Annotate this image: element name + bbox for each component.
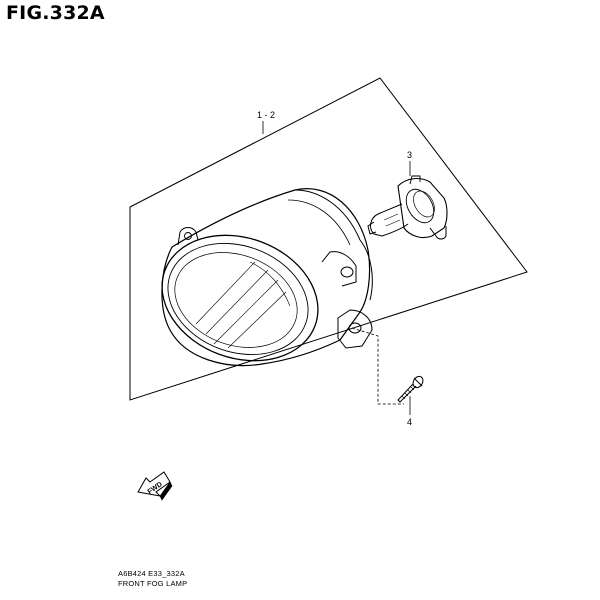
footer-code: A6B424 E33_332A xyxy=(118,569,185,578)
callout-screw: 4 xyxy=(407,417,412,427)
callout-bulb: 3 xyxy=(407,150,412,160)
callout-assembly: 1 - 2 xyxy=(257,110,275,120)
assembly-boundary xyxy=(129,77,528,401)
bulb-icon xyxy=(367,175,448,240)
footer-name: FRONT FOG LAMP xyxy=(118,579,188,588)
lower-mounting-bracket xyxy=(337,309,373,349)
top-mounting-tab xyxy=(177,227,199,246)
screw-icon xyxy=(397,375,424,403)
fwd-arrow-icon: FWD xyxy=(137,471,173,501)
figure-title: FIG.332A xyxy=(6,2,105,24)
screw-install-line xyxy=(351,327,404,405)
side-mounting-boss xyxy=(321,251,357,287)
fog-lamp-housing xyxy=(161,188,373,367)
fog-lamp-lens xyxy=(161,234,319,362)
